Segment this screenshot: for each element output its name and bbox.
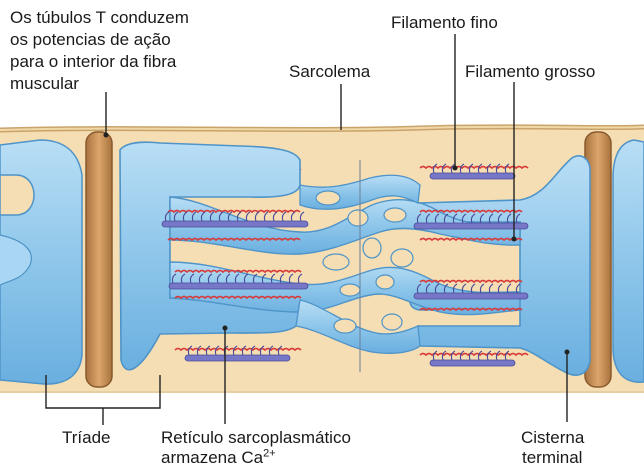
thick-filament: [414, 293, 528, 299]
t-tubules-label-line3: para o interior da fibra: [10, 52, 176, 72]
sarcoplasmic-reticulum-label-line2: armazena Ca2+: [161, 448, 276, 468]
t-tubule-left: [86, 132, 112, 387]
thick-filament: [169, 283, 308, 289]
thick-filament: [414, 223, 528, 229]
calcium-charge: 2+: [263, 447, 276, 459]
reticulum-right-partial: [613, 140, 644, 382]
t-tubules-label-line2: os potencias de ação: [10, 30, 171, 50]
thick-filament: [430, 173, 515, 179]
thick-filament: [430, 360, 515, 366]
t-tubules-label-line1: Os túbulos T conduzem: [10, 8, 189, 28]
sarcolemma-label: Sarcolema: [289, 62, 370, 82]
terminal-cistern-label-line1: Cisterna: [521, 428, 584, 448]
thick-filament-label: Filamento grosso: [465, 62, 595, 82]
t-tubules-label-line4: muscular: [10, 74, 79, 94]
triad-label: Tríade: [62, 428, 111, 448]
terminal-cistern-label-line2: terminal: [522, 448, 582, 468]
thick-filament: [162, 221, 308, 227]
thick-filament: [185, 355, 290, 361]
calcium-text: armazena Ca: [161, 448, 263, 467]
thin-filament-label: Filamento fino: [391, 13, 498, 33]
sarcoplasmic-reticulum-label-line1: Retículo sarcoplasmático: [161, 428, 351, 448]
